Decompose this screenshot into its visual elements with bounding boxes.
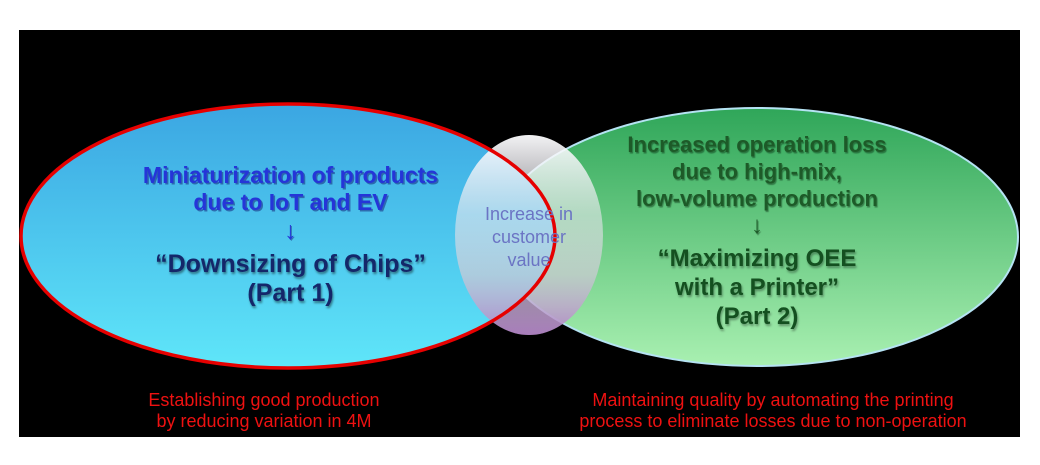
overlap-circle — [455, 135, 603, 335]
right-ellipse-line2: due to high-mix, — [672, 159, 842, 184]
left-ellipse-quote-block: “Downsizing of Chips” (Part 1) — [38, 250, 543, 308]
right-caption-line1: Maintaining quality by automating the pr… — [592, 390, 954, 410]
right-ellipse-quote-line2: with a Printer” — [674, 274, 840, 301]
right-ellipse-line3: low-volume production — [636, 186, 878, 211]
down-arrow-icon: ↓ — [284, 217, 297, 245]
overlap-line2: customer — [491, 227, 567, 247]
left-ellipse-quote-line1: “Downsizing of Chips” — [155, 250, 426, 278]
left-ellipse-text-block: Miniaturization of products due to IoT a… — [38, 162, 543, 308]
left-ellipse-red-border — [19, 102, 557, 370]
right-ellipse-quote-block: “Maximizing OEE with a Printer” (Part 2) — [507, 244, 1007, 331]
right-ellipse-quote-line3: (Part 2) — [715, 303, 799, 330]
left-caption-line1: Establishing good production — [148, 390, 380, 410]
right-ellipse-quote-line1: “Maximizing OEE — [657, 245, 857, 272]
left-caption: Establishing good production by reducing… — [64, 390, 464, 432]
right-ellipse-line1: Increased operation loss — [627, 132, 887, 157]
left-blue-ellipse — [21, 104, 555, 368]
down-arrow-icon: ↓ — [751, 212, 763, 239]
overlap-line3: value — [507, 250, 551, 270]
left-ellipse-quote-line2: (Part 1) — [247, 279, 334, 307]
overlap-line1: Increase in — [484, 204, 574, 224]
overlap-circle-text-block: Increase in customer value — [449, 203, 609, 272]
left-caption-line2: by reducing variation in 4M — [156, 411, 372, 431]
left-ellipse-line2: due to IoT and EV — [193, 189, 388, 215]
right-caption: Maintaining quality by automating the pr… — [543, 390, 1003, 432]
left-ellipse-line1: Miniaturization of products — [142, 162, 439, 188]
right-caption-line2: process to eliminate losses due to non-o… — [579, 411, 967, 431]
right-ellipse-text-block: Increased operation loss due to high-mix… — [507, 131, 1007, 331]
